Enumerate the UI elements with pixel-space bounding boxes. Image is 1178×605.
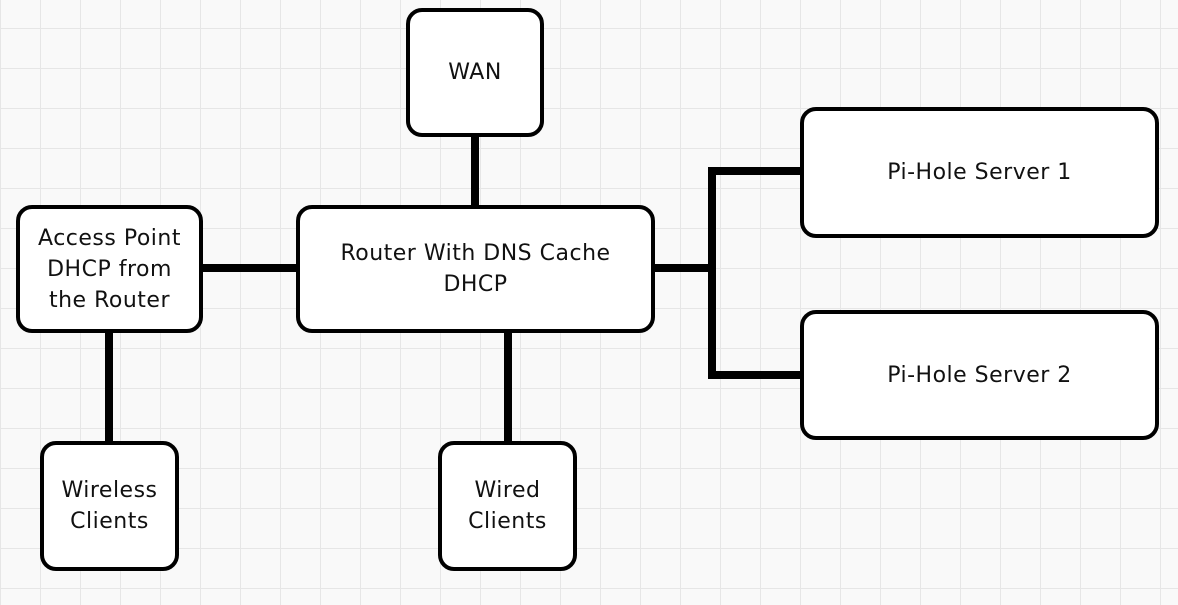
connection-router-pihole-2 [708, 268, 802, 379]
wan-node[interactable]: WAN [406, 8, 544, 137]
pihole-server-2-label: Pi-Hole Server 2 [887, 362, 1072, 388]
wan-label: WAN [448, 60, 502, 85]
wireless-clients-label-line-1: Wireless [61, 478, 158, 503]
wireless-clients-node[interactable]: Wireless Clients [40, 441, 179, 571]
wired-clients-label-line-1: Wired [474, 478, 541, 503]
access-point-label-line-2: DHCP from [47, 256, 172, 282]
pihole-server-1-node[interactable]: Pi-Hole Server 1 [800, 107, 1159, 238]
router-node[interactable]: Router With DNS Cache DHCP [296, 205, 655, 333]
wired-clients-label-line-2: Clients [468, 509, 547, 534]
access-point-node[interactable]: Access Point DHCP from the Router [16, 205, 203, 333]
access-point-label-line-1: Access Point [38, 225, 181, 251]
access-point-label-line-3: the Router [48, 287, 170, 313]
router-label-line-1: Router With DNS Cache [340, 241, 611, 266]
wired-clients-node[interactable]: Wired Clients [438, 441, 577, 571]
pihole-server-2-node[interactable]: Pi-Hole Server 2 [800, 310, 1159, 440]
router-label-line-2: DHCP [443, 272, 508, 297]
connection-router-pihole-1 [653, 167, 802, 272]
wireless-clients-label-line-2: Clients [70, 509, 149, 534]
pihole-server-1-label: Pi-Hole Server 1 [887, 160, 1072, 185]
